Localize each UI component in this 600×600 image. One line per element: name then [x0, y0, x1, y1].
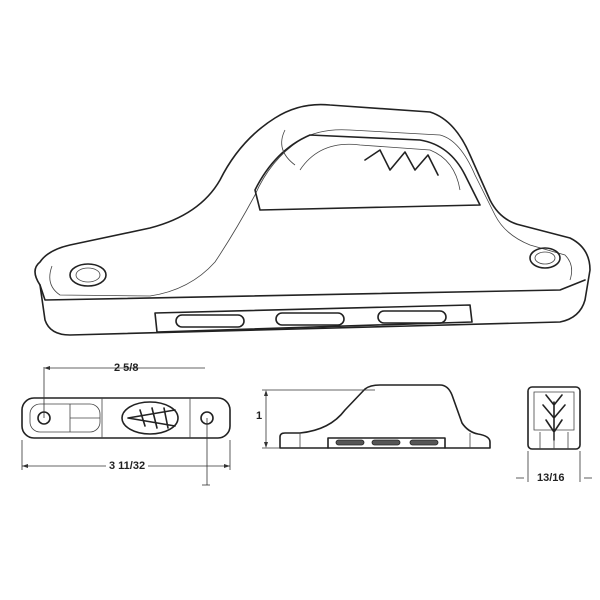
top-view [21, 366, 231, 486]
dimension-slot-spacing: 2 5/8 [114, 362, 139, 374]
dimension-overall-length: 3 11/32 [106, 460, 149, 472]
dimension-height: 1 [256, 410, 263, 422]
side-view [262, 384, 491, 449]
dimension-width: 13/16 [537, 472, 565, 484]
end-view [516, 386, 592, 482]
isometric-view [34, 103, 591, 336]
